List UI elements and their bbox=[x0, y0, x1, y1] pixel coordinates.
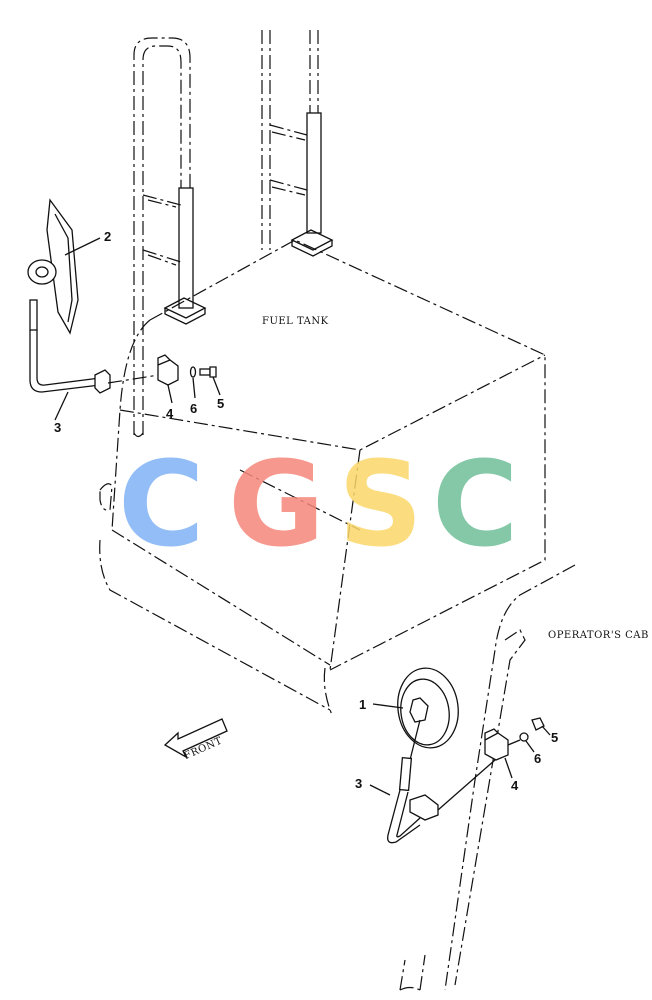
ladder-right bbox=[261, 30, 322, 250]
watermark-letter: C bbox=[432, 435, 519, 573]
fuel-tank-label: FUEL TANK bbox=[262, 316, 329, 327]
callout-4: 4 bbox=[166, 406, 174, 421]
operators-cab-label: OPERATOR'S CAB bbox=[548, 630, 649, 641]
callout-4: 4 bbox=[511, 778, 519, 793]
mirror-lower-assembly bbox=[387, 667, 545, 844]
callout-5: 5 bbox=[217, 396, 224, 411]
mirror-upper-assembly bbox=[27, 198, 217, 394]
callouts-upper: 2 3 4 6 5 bbox=[54, 229, 224, 435]
watermark-letter: G bbox=[228, 435, 325, 573]
callout-1: 1 bbox=[359, 697, 366, 712]
operators-cab bbox=[399, 564, 576, 991]
watermark-letter: C bbox=[118, 435, 205, 573]
callout-6: 6 bbox=[534, 751, 541, 766]
fuel-tank bbox=[99, 229, 546, 716]
front-arrow: FRONT bbox=[163, 718, 228, 762]
callouts-lower: 1 3 4 6 5 bbox=[355, 697, 558, 793]
watermark: C G S C bbox=[118, 435, 519, 573]
leader-lines bbox=[54, 237, 551, 796]
watermark-letter: S bbox=[338, 435, 423, 573]
callout-6: 6 bbox=[190, 401, 197, 416]
callout-2: 2 bbox=[104, 229, 111, 244]
callout-3: 3 bbox=[54, 420, 61, 435]
handrail-left bbox=[133, 37, 194, 438]
mirror-head bbox=[46, 198, 79, 335]
callout-5: 5 bbox=[551, 730, 558, 745]
callout-3: 3 bbox=[355, 776, 362, 791]
